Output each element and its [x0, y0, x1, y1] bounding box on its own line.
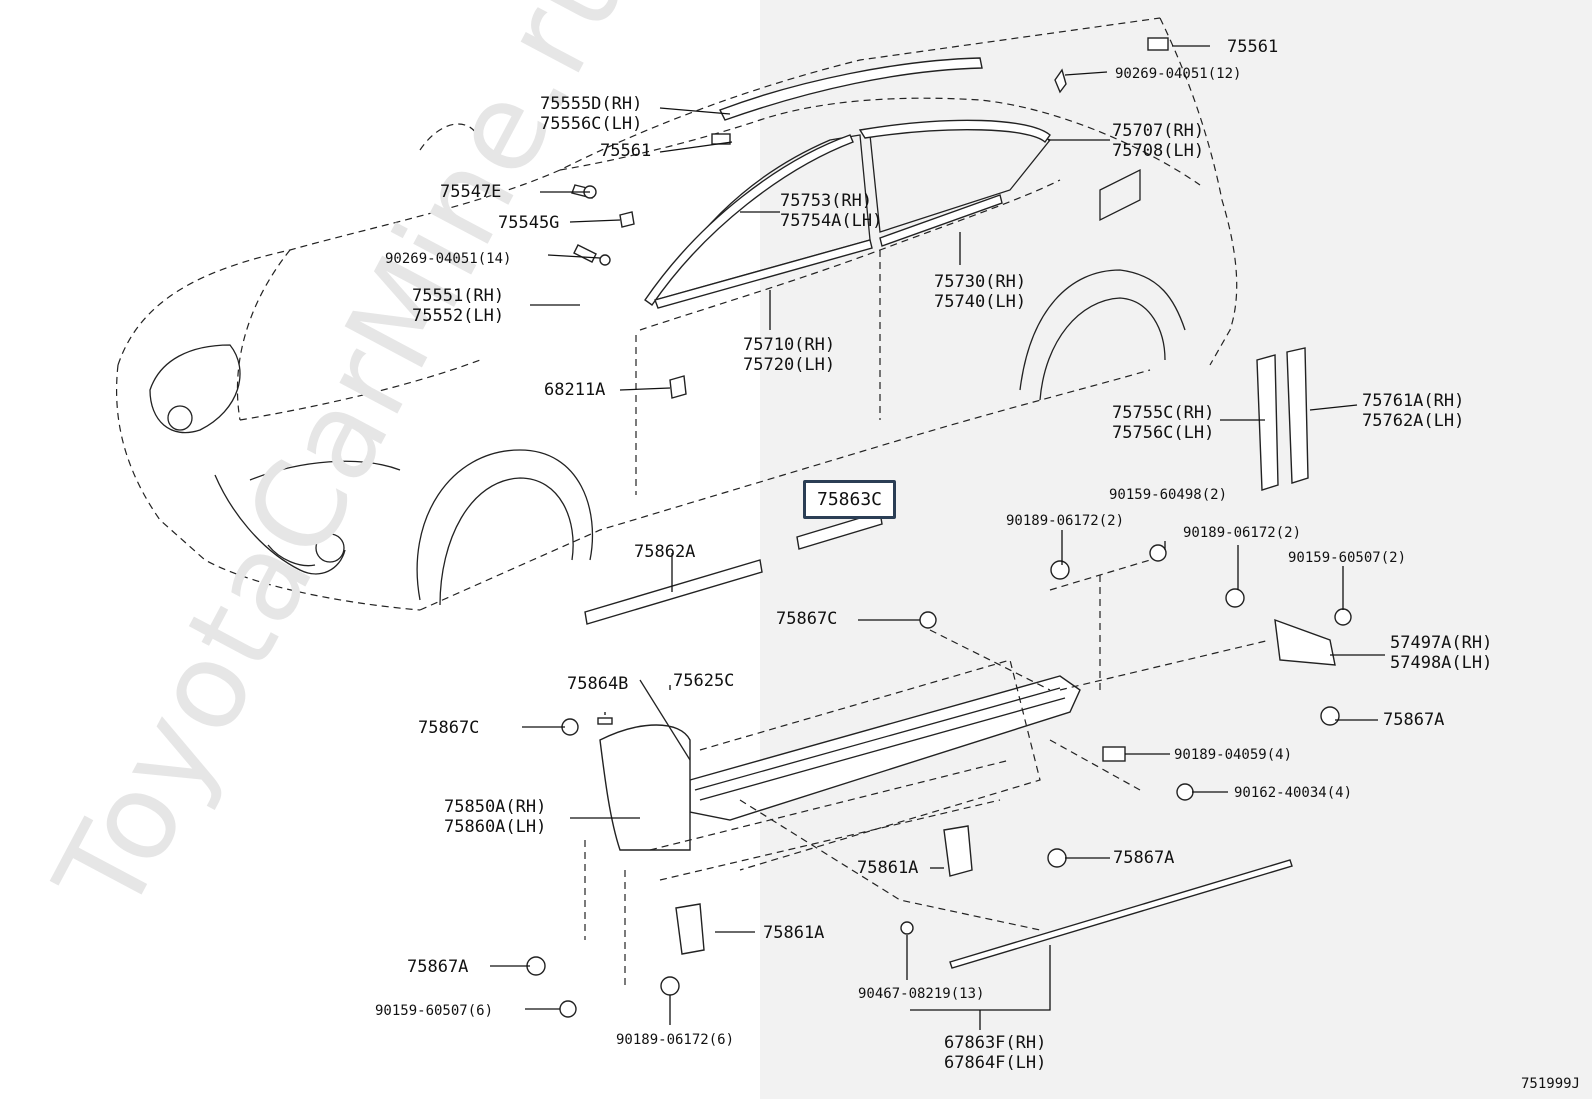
right-shaded-panel — [760, 0, 1592, 1099]
part-label-90189-06172-6[interactable]: 90189-06172(6) — [616, 1032, 735, 1048]
part-label-75755c[interactable]: 75755C(RH)75756C(LH) — [1112, 403, 1215, 443]
part-label-57497a[interactable]: 57497A(RH)57498A(LH) — [1390, 633, 1493, 673]
car-body-outline — [115, 17, 1238, 611]
part-label-75861a-a[interactable]: 75861A — [857, 858, 919, 878]
part-label-75861a-b[interactable]: 75861A — [763, 923, 825, 943]
part-label-90189-04059[interactable]: 90189-04059(4) — [1174, 747, 1293, 763]
part-label-75561-mid[interactable]: 75561 — [600, 141, 652, 161]
rocker-panel-assembly — [584, 511, 1336, 990]
part-label-75561-top[interactable]: 75561 — [1227, 37, 1279, 57]
part-label-90269-04051-12[interactable]: 90269-04051(12) — [1115, 66, 1242, 82]
part-label-75867c-a[interactable]: 75867C — [776, 609, 838, 629]
fasteners — [526, 185, 1352, 1018]
part-label-75761a[interactable]: 75761A(RH)75762A(LH) — [1362, 391, 1465, 431]
part-label-75730[interactable]: 75730(RH)75740(LH) — [934, 272, 1027, 312]
part-label-90269-04051-14[interactable]: 90269-04051(14) — [385, 251, 512, 267]
part-label-90162-40034[interactable]: 90162-40034(4) — [1234, 785, 1353, 801]
part-label-90189-06172-2b[interactable]: 90189-06172(2) — [1183, 525, 1302, 541]
part-label-90159-60507-2[interactable]: 90159-60507(2) — [1288, 550, 1407, 566]
part-label-90159-60507-6[interactable]: 90159-60507(6) — [375, 1003, 494, 1019]
part-label-75862a[interactable]: 75862A — [634, 542, 696, 562]
leader-lines — [490, 45, 1385, 1030]
part-label-75867c-b[interactable]: 75867C — [418, 718, 480, 738]
part-label-67863f[interactable]: 67863F(RH)67864F(LH) — [944, 1033, 1047, 1073]
part-label-68211a[interactable]: 68211A — [544, 380, 606, 400]
part-label-90467-08219[interactable]: 90467-08219(13) — [858, 986, 985, 1002]
part-label-90159-60498[interactable]: 90159-60498(2) — [1109, 487, 1228, 503]
part-label-75867a-b[interactable]: 75867A — [1113, 848, 1175, 868]
part-label-75625c[interactable]: 75625C — [673, 671, 735, 691]
part-label-75867a-c[interactable]: 75867A — [407, 957, 469, 977]
diagram-code: 751999J — [1520, 1076, 1580, 1092]
part-label-90189-06172-2a[interactable]: 90189-06172(2) — [1006, 513, 1125, 529]
part-label-75545g[interactable]: 75545G — [498, 213, 560, 233]
part-label-75864b[interactable]: 75864B — [567, 674, 629, 694]
part-label-75867a-a[interactable]: 75867A — [1383, 710, 1445, 730]
part-label-75710[interactable]: 75710(RH)75720(LH) — [743, 335, 836, 375]
roof-moulding — [571, 37, 1309, 491]
part-label-75707[interactable]: 75707(RH)75708(LH) — [1112, 121, 1205, 161]
part-label-75551[interactable]: 75551(RH)75552(LH) — [412, 286, 505, 326]
part-label-75753[interactable]: 75753(RH)75754A(LH) — [780, 191, 883, 231]
part-label-75547e[interactable]: 75547E — [440, 182, 502, 202]
part-label-75555d[interactable]: 75555D(RH)75556C(LH) — [540, 94, 643, 134]
highlighted-part-label-75863c[interactable]: 75863C — [803, 480, 896, 519]
part-label-75850a[interactable]: 75850A(RH)75860A(LH) — [444, 797, 547, 837]
